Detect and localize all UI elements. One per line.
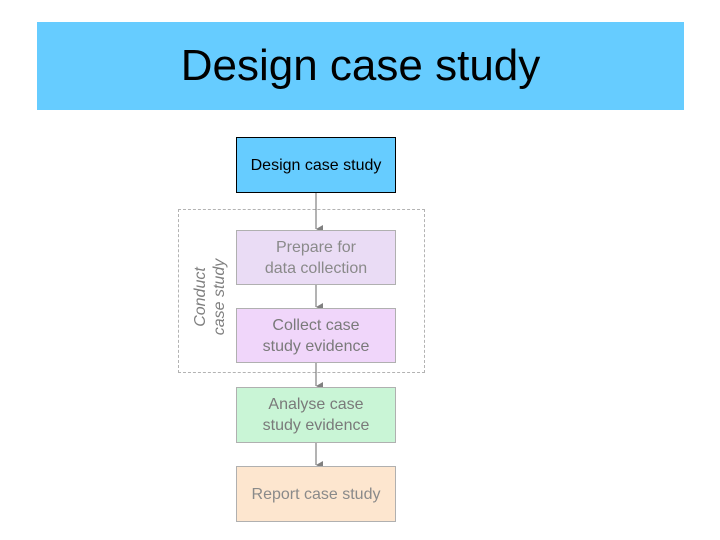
step-analyse-evidence: Analyse case study evidence [236,387,396,443]
step-collect-label-line-2: study evidence [262,337,370,355]
step-analyse-label-line-1: Analyse case [268,396,364,413]
title-bar: Design case study [37,22,684,110]
group-label-line-1: Conduct [192,267,209,327]
group-label-conduct-case-study: Conduct case study [191,237,233,357]
slide-title: Design case study [180,41,541,90]
step-collect-label-line-1: Collect case [272,316,360,334]
step-report-label: Report case study [251,485,381,503]
step-design-case-study: Design case study [236,137,396,193]
step-prepare-label-line-2: data collection [264,259,368,277]
step-design-label: Design case study [250,156,382,174]
conduct-case-study-group [178,209,425,373]
step-analyse-label-line-2: study evidence [262,417,370,434]
step-prepare-label-line-1: Prepare for [275,238,357,256]
group-label-line-2: case study [211,258,228,336]
step-prepare-data-collection: Prepare for data collection [236,230,396,285]
step-collect-evidence: Collect case study evidence [236,308,396,363]
step-report-case-study: Report case study [236,466,396,522]
